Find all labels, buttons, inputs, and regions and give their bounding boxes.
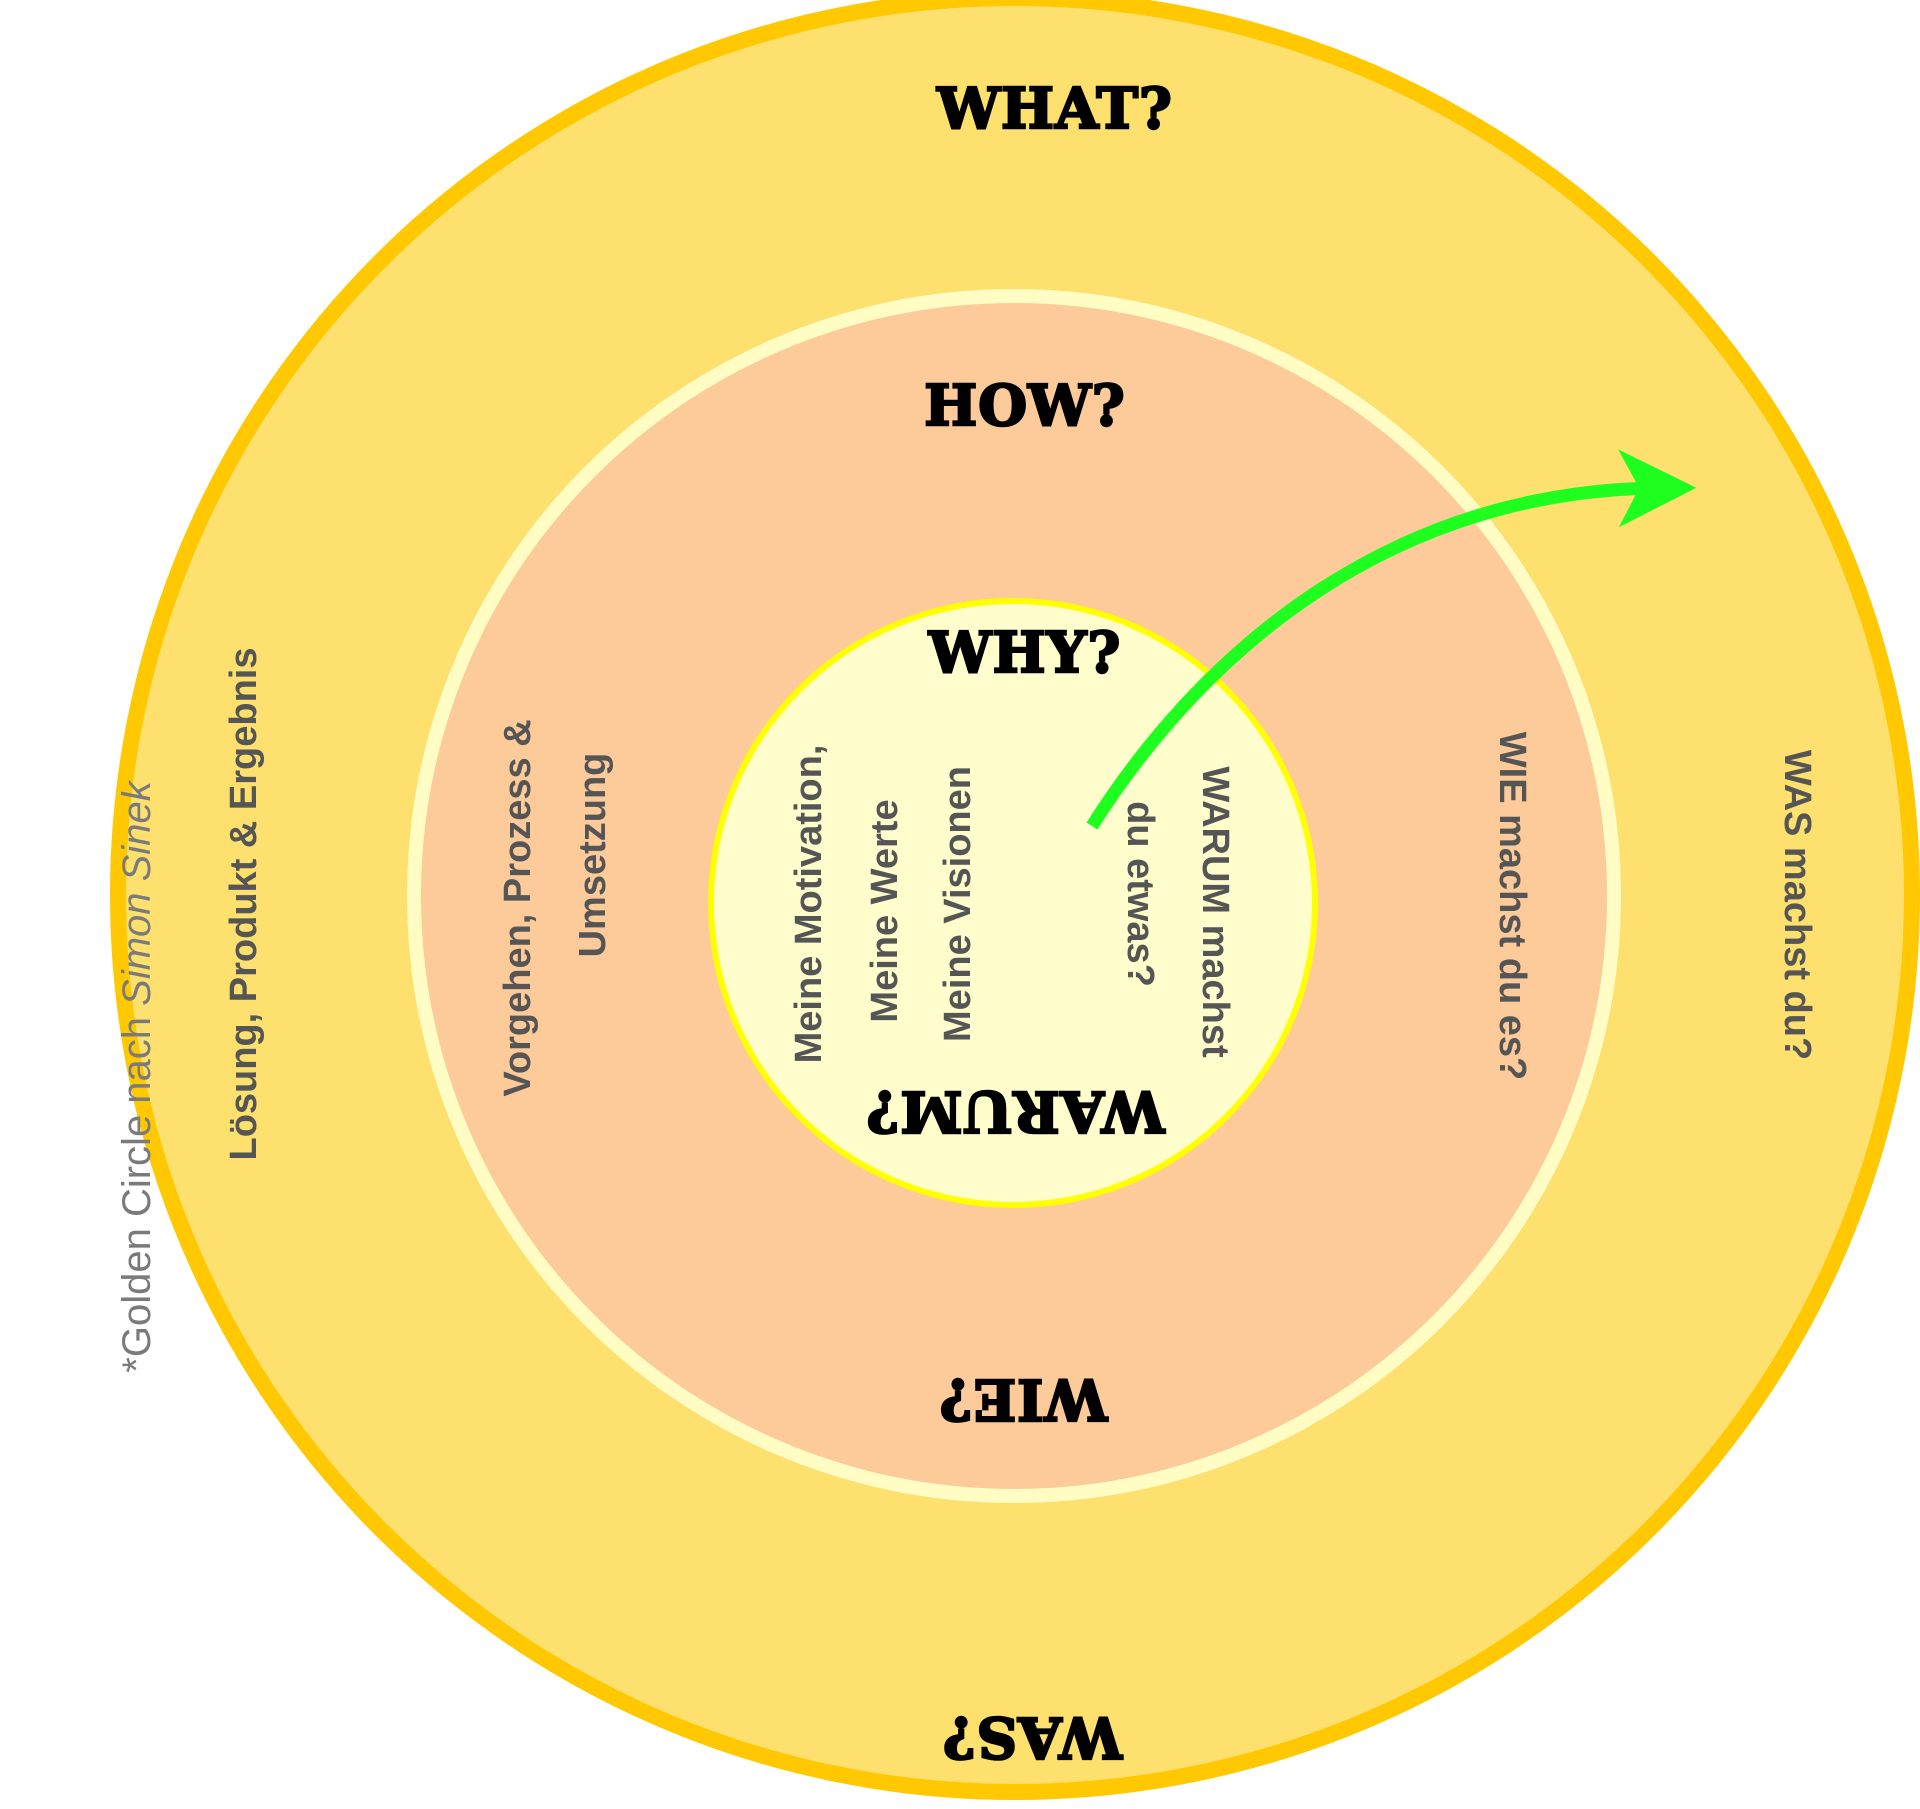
heading-what: WHAT? bbox=[936, 76, 1173, 142]
heading-wie: WIE? bbox=[939, 1366, 1109, 1432]
credit-author: Simon Sinek bbox=[115, 779, 159, 1006]
label-warum-machst: WARUM machst bbox=[1194, 766, 1236, 1058]
label-meine-werte: Meine Werte bbox=[864, 799, 906, 1022]
label-vorgehen-prozess: Vorgehen, Prozess & bbox=[497, 719, 539, 1096]
curved-arrow-icon bbox=[1086, 449, 1697, 830]
label-meine-visionen: Meine Visionen bbox=[937, 766, 979, 1042]
heading-why: WHY? bbox=[928, 620, 1122, 686]
credit-prefix: *Golden Circle nach bbox=[115, 1006, 159, 1373]
label-was-machst-du: WAS machst du? bbox=[1776, 750, 1818, 1060]
inner-circle-why bbox=[708, 598, 1318, 1208]
credit-golden-circle: *Golden Circle nach Simon Sinek bbox=[115, 779, 159, 1372]
heading-was: WAS? bbox=[942, 1704, 1123, 1770]
label-wie-machst-du-es: WIE machst du es? bbox=[1491, 732, 1533, 1080]
heading-how: HOW? bbox=[924, 373, 1125, 439]
label-du-etwas: du etwas? bbox=[1119, 801, 1161, 987]
heading-warum: WARUM? bbox=[866, 1078, 1166, 1144]
label-umsetzung: Umsetzung bbox=[572, 753, 614, 958]
label-loesung-produkt-ergebnis: Lösung, Produkt & Ergebnis bbox=[223, 647, 265, 1160]
label-meine-motivation: Meine Motivation, bbox=[788, 745, 830, 1064]
